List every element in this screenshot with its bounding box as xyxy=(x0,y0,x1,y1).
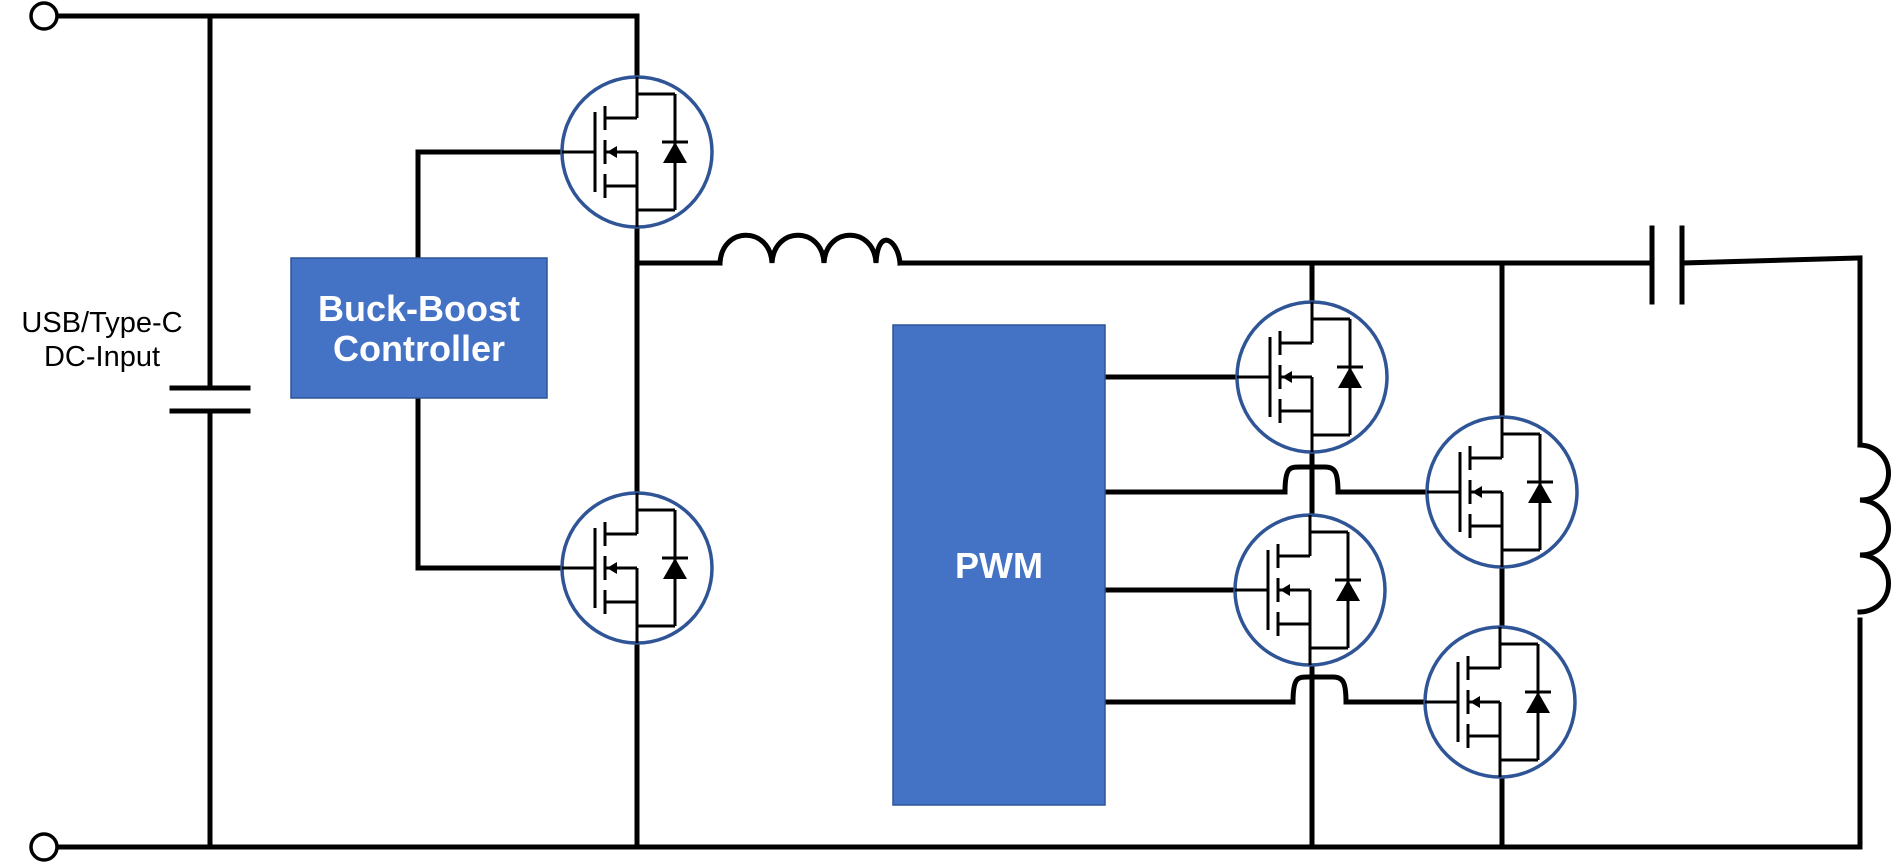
input-label-line2: DC-Input xyxy=(44,341,160,373)
input-terminal-negative xyxy=(29,832,59,862)
output-inductor xyxy=(1857,442,1891,615)
mosfet-low-side xyxy=(560,491,714,645)
mosfet-bridge-b-bottom xyxy=(1423,625,1577,779)
buck-boost-controller: Buck-Boost Controller xyxy=(290,257,548,399)
controller-label-line1: Buck-Boost xyxy=(318,288,520,329)
output-capacitor xyxy=(1649,225,1685,305)
input-capacitor xyxy=(169,385,251,414)
pwm-label: PWM xyxy=(955,545,1043,586)
mosfet-bridge-a-bottom xyxy=(1233,513,1387,667)
wiring xyxy=(54,13,1863,850)
controller-label-line2: Controller xyxy=(333,328,505,369)
mosfet-high-side xyxy=(560,75,714,229)
input-label-line1: USB/Type-C xyxy=(21,307,182,339)
input-terminal-positive xyxy=(29,1,59,31)
pwm-block: PWM xyxy=(892,324,1106,806)
main-inductor xyxy=(717,232,903,266)
mosfet-bridge-a-top xyxy=(1235,300,1389,454)
mosfet-bridge-b-top xyxy=(1425,415,1579,569)
